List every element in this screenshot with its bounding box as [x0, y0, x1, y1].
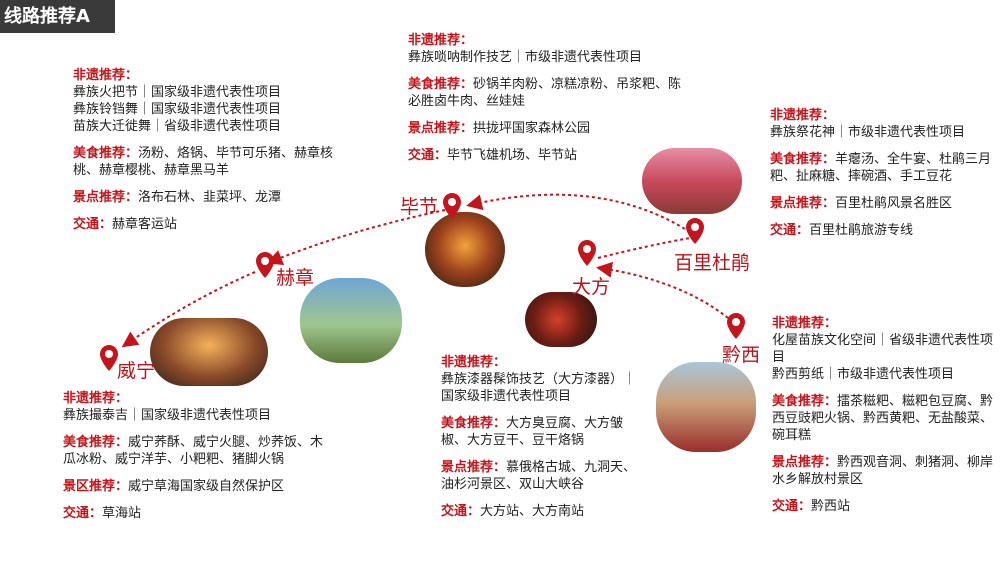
food-text: 砂锅羊肉粉、凉糕凉粉、吊浆粑、陈必胜卤牛肉、丝娃娃 — [408, 77, 682, 109]
info-weining: 非遗推荐： 彝族撮泰吉｜国家级非遗代表性项目 美食推荐：威宁荞酥、威宁火腿、炒荞… — [63, 390, 333, 532]
transport-label: 交通： — [441, 504, 481, 519]
transport-text: 大方站、大方南站 — [480, 504, 585, 519]
scenic-text: 威宁草海国家级自然保护区 — [128, 479, 285, 494]
transport-text: 草海站 — [102, 506, 142, 521]
city-name-bijie: 毕节 — [400, 196, 439, 218]
route-baili-bijie — [466, 193, 691, 233]
scenic-text: 慕俄格古城、九洞天、油杉河景区、双山大峡谷 — [441, 460, 637, 492]
scenic-label: 景点推荐： — [408, 121, 474, 136]
food-label: 美食推荐： — [73, 146, 139, 161]
food-label: 美食推荐： — [772, 394, 838, 409]
photo-dafang — [525, 292, 597, 347]
city-name-baili: 百里杜鹃 — [674, 252, 751, 274]
heritage-item: 彝族祭花神｜市级非遗代表性项目 — [770, 125, 966, 140]
heritage-label: 非遗推荐： — [441, 355, 507, 370]
food-label: 美食推荐： — [63, 435, 129, 450]
scenic-label: 景点推荐： — [770, 196, 836, 211]
food-text: 大方臭豆腐、大方皱椒、大方豆干、豆干烙锅 — [441, 416, 624, 448]
location-pin-icon — [727, 313, 745, 339]
scenic-label: 景点推荐： — [772, 455, 838, 470]
food-text: 威宁荞酥、威宁火腿、炒荞饭、木瓜冰粉、威宁洋芋、小粑粑、猪脚火锅 — [63, 435, 324, 467]
city-name-hezhang: 赫章 — [276, 267, 315, 289]
photo-qianxi — [656, 362, 756, 452]
food-label: 美食推荐： — [408, 77, 474, 92]
transport-label: 交通： — [772, 499, 812, 514]
photo-baili — [642, 148, 742, 214]
location-pin-icon — [686, 218, 704, 244]
heritage-label: 非遗推荐： — [408, 33, 474, 48]
transport-text: 毕节飞雄机场、毕节站 — [447, 148, 578, 163]
heritage-item: 黔西剪纸｜市级非遗代表性项目 — [772, 367, 955, 382]
food-label: 美食推荐： — [770, 152, 836, 167]
heritage-item: 化屋苗族文化空间｜省级非遗代表性项目 — [772, 333, 994, 365]
info-baili: 非遗推荐： 彝族祭花神｜市级非遗代表性项目 美食推荐：羊瘪汤、全牛宴、杜鹃三月粑… — [770, 107, 995, 249]
heritage-item: 彝族唢呐制作技艺｜市级非遗代表性项目 — [408, 50, 643, 65]
info-dafang: 非遗推荐： 彝族漆器髹饰技艺（大方漆器）｜国家级非遗代表性项目 美食推荐：大方臭… — [441, 354, 641, 530]
city-name-qianxi: 黔西 — [722, 344, 761, 366]
route-hezhang-weining — [121, 271, 256, 348]
food-text: 羊瘪汤、全牛宴、杜鹃三月粑、扯麻糖、摔碗酒、手工豆花 — [770, 152, 992, 184]
route-qianxi-dafang — [596, 261, 729, 319]
scenic-label: 景点推荐： — [73, 190, 139, 205]
transport-label: 交通： — [73, 217, 113, 232]
heritage-item: 彝族撮泰吉｜国家级非遗代表性项目 — [63, 408, 272, 423]
city-name-weining: 威宁 — [117, 360, 156, 382]
city-name-dafang: 大方 — [572, 276, 611, 298]
scenic-text: 百里杜鹃风景名胜区 — [835, 196, 953, 211]
location-pin-icon — [100, 345, 118, 371]
heritage-label: 非遗推荐： — [73, 68, 139, 83]
transport-label: 交通： — [63, 506, 103, 521]
heritage-item: 彝族铃铛舞｜国家级非遗代表性项目 — [73, 102, 282, 117]
heritage-item: 苗族大迁徙舞｜省级非遗代表性项目 — [73, 119, 282, 134]
location-pin-icon — [578, 240, 596, 266]
scenic-text: 黔西观音洞、刺猪洞、柳岸水乡解放村景区 — [772, 455, 994, 487]
scenic-text: 洛布石林、韭菜坪、龙潭 — [138, 190, 282, 205]
scenic-area-label: 景区推荐： — [63, 479, 129, 494]
transport-text: 赫章客运站 — [112, 217, 178, 232]
heritage-item: 彝族火把节｜国家级非遗代表性项目 — [73, 85, 282, 100]
info-hezhang: 非遗推荐： 彝族火把节｜国家级非遗代表性项目 彝族铃铛舞｜国家级非遗代表性项目 … — [73, 67, 335, 243]
photo-hezhang — [300, 278, 402, 363]
heritage-item: 彝族漆器髹饰技艺（大方漆器）｜国家级非遗代表性项目 — [441, 372, 637, 404]
heritage-label: 非遗推荐： — [772, 316, 838, 331]
transport-label: 交通： — [770, 223, 810, 238]
info-bijie: 非遗推荐： 彝族唢呐制作技艺｜市级非遗代表性项目 美食推荐：砂锅羊肉粉、凉糕凉粉… — [408, 32, 683, 174]
food-text: 擂茶糍粑、糍粑包豆腐、黔西豆豉粑火锅、黔西黄粑、无盐酸菜、碗耳糕 — [772, 394, 994, 443]
heritage-label: 非遗推荐： — [770, 108, 836, 123]
route-dafang-baili — [597, 237, 691, 259]
scenic-label: 景点推荐： — [441, 460, 507, 475]
page-title: 线路推荐A — [0, 0, 115, 33]
location-pin-icon — [443, 193, 461, 219]
food-label: 美食推荐： — [441, 416, 507, 431]
scenic-text: 拱拢坪国家森林公园 — [473, 121, 591, 136]
transport-text: 百里杜鹃旅游专线 — [809, 223, 914, 238]
photo-weining — [150, 318, 268, 386]
transport-text: 黔西站 — [811, 499, 851, 514]
info-qianxi: 非遗推荐： 化屋苗族文化空间｜省级非遗代表性项目 黔西剪纸｜市级非遗代表性项目 … — [772, 315, 994, 525]
transport-label: 交通： — [408, 148, 448, 163]
location-pin-icon — [256, 252, 274, 278]
heritage-label: 非遗推荐： — [63, 391, 129, 406]
photo-bijie — [425, 212, 505, 287]
food-text: 汤粉、烙锅、毕节可乐猪、赫章核桃、赫章樱桃、赫章黑马羊 — [73, 146, 334, 178]
